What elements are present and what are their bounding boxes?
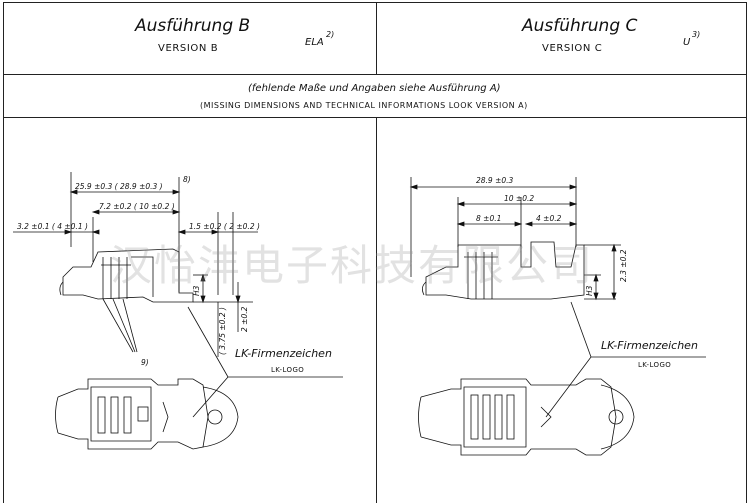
- version-c-dim-h3: H3: [585, 285, 594, 296]
- note-german: (fehlende Maße und Angaben siehe Ausführ…: [248, 83, 501, 94]
- note-row: [3, 74, 747, 118]
- version-c-dim-4: 4 ±0.2: [536, 214, 562, 223]
- version-b-note-9: 9): [141, 358, 149, 367]
- version-c-dim-23: 2.3 ±0.2: [619, 249, 628, 282]
- version-b-dim-2: 2 ±0.2: [240, 306, 249, 332]
- version-b-dim-right: 1.5 ±0.2 ( 2 ±0.2 ): [189, 222, 260, 231]
- version-b-logo-label: LK-Firmenzeichen: [235, 347, 332, 360]
- version-c-dim-overall: 28.9 ±0.3: [476, 176, 514, 185]
- note-english: (MISSING DIMENSIONS AND TECHNICAL INFORM…: [200, 101, 528, 110]
- version-c-title: Ausführung C: [522, 16, 638, 36]
- version-c-tag: U: [683, 37, 691, 48]
- version-c-drawing: 28.9 ±0.3 10 ±0.2 8 ±0.1 4 ±0.2 H3 2.3 ±…: [409, 176, 706, 456]
- version-b-dim-mid: 7.2 ±0.2 ( 10 ±0.2 ): [99, 202, 175, 211]
- version-c-dim-8: 8 ±0.1: [476, 214, 501, 223]
- version-b-dim-overall: 25.9 ±0.3 ( 28.9 ±0.3 ): [75, 182, 163, 191]
- version-b-tag: ELA: [305, 37, 324, 48]
- version-b-dim-h3: H3: [192, 285, 201, 296]
- watermark-text: 汉怡沣电子科技有限公司: [110, 241, 595, 290]
- version-b-dim-375: ( 3.75 ±0.2 ): [218, 307, 227, 355]
- version-c-subtitle: VERSION C: [542, 43, 603, 54]
- version-b-drawing: 25.9 ±0.3 ( 28.9 ±0.3 ) 7.2 ±0.2 ( 10 ±0…: [13, 172, 343, 450]
- version-b-tag-note: 2): [326, 30, 335, 39]
- version-c-dim-10: 10 ±0.2: [504, 194, 534, 203]
- drawing-cell-right: [376, 117, 747, 503]
- version-b-subtitle: VERSION B: [158, 43, 219, 54]
- version-b-dim-left: 3.2 ±0.1 ( 4 ±0.1 ): [17, 222, 88, 231]
- version-b-title: Ausführung B: [135, 16, 251, 36]
- version-c-logo-label: LK-Firmenzeichen: [601, 339, 698, 352]
- version-c-tag-note: 3): [692, 30, 701, 39]
- version-c-logo-label-en: LK-LOGO: [638, 361, 671, 369]
- version-b-note-8: 8): [183, 175, 191, 184]
- version-b-logo-label-en: LK-LOGO: [271, 366, 304, 374]
